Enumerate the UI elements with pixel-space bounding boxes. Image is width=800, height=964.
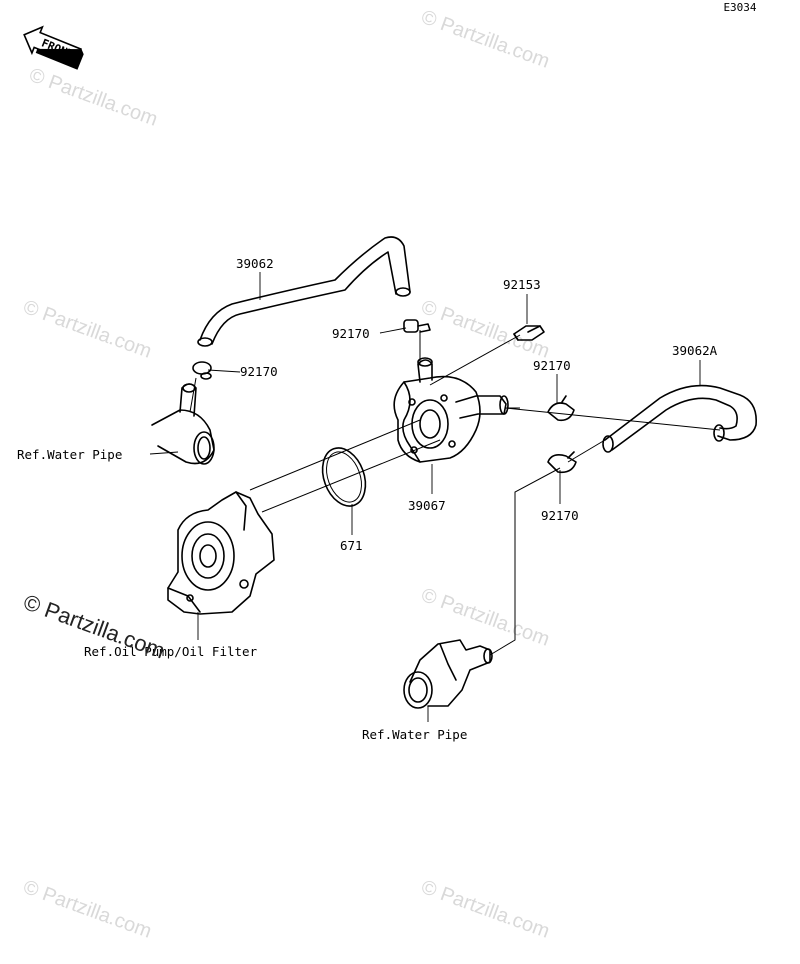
clamp-92170-right-bottom[interactable] (547, 451, 577, 474)
watermark-text: © Partzilla.com (26, 64, 160, 131)
label-92170-left: 92170 (240, 364, 278, 379)
label-39062: 39062 (236, 256, 274, 271)
label-39062a: 39062A (672, 343, 718, 358)
label-671: 671 (340, 538, 363, 553)
clamp-92170-right-top[interactable] (547, 395, 575, 422)
clamp-92170-top[interactable] (403, 319, 431, 333)
ref-oil-pump-oil-filter: Ref.Oil Pump/Oil Filter (84, 644, 258, 659)
hose-39062[interactable] (197, 236, 411, 347)
oil-cooler-39067[interactable] (393, 357, 509, 463)
ref-water-pipe-bottom: Ref.Water Pipe (362, 727, 467, 742)
watermark-text: © Partzilla.com (418, 584, 552, 651)
labels: 39062 92170 92170 92153 92170 39062A 390… (17, 256, 718, 742)
oring-671[interactable] (315, 442, 373, 512)
watermark-text: © Partzilla.com (20, 296, 154, 363)
label-92170-right-bottom: 92170 (541, 508, 579, 523)
label-39067: 39067 (408, 498, 446, 513)
watermark-text: © Partzilla.com (418, 6, 552, 73)
water-pipe-left[interactable] (151, 383, 215, 465)
oil-pump-oil-filter[interactable] (167, 491, 275, 615)
clamp-92170-left[interactable] (192, 361, 212, 380)
watermark-text: © Partzilla.com (20, 876, 154, 943)
front-arrow-icon: FRONT (23, 25, 84, 70)
ref-water-pipe-left: Ref.Water Pipe (17, 447, 122, 462)
bolt-92153[interactable] (513, 325, 545, 341)
water-pipe-bottom[interactable] (403, 639, 493, 709)
label-92170-top: 92170 (332, 326, 370, 341)
diagram-code: E3034 (723, 1, 756, 14)
label-92170-right-top: 92170 (533, 358, 571, 373)
leader-lines (149, 272, 701, 722)
watermarks: © Partzilla.com © Partzilla.com © Partzi… (20, 6, 552, 943)
hose-39062a[interactable] (602, 384, 757, 453)
label-92153: 92153 (503, 277, 541, 292)
watermark-text: © Partzilla.com (418, 876, 552, 943)
